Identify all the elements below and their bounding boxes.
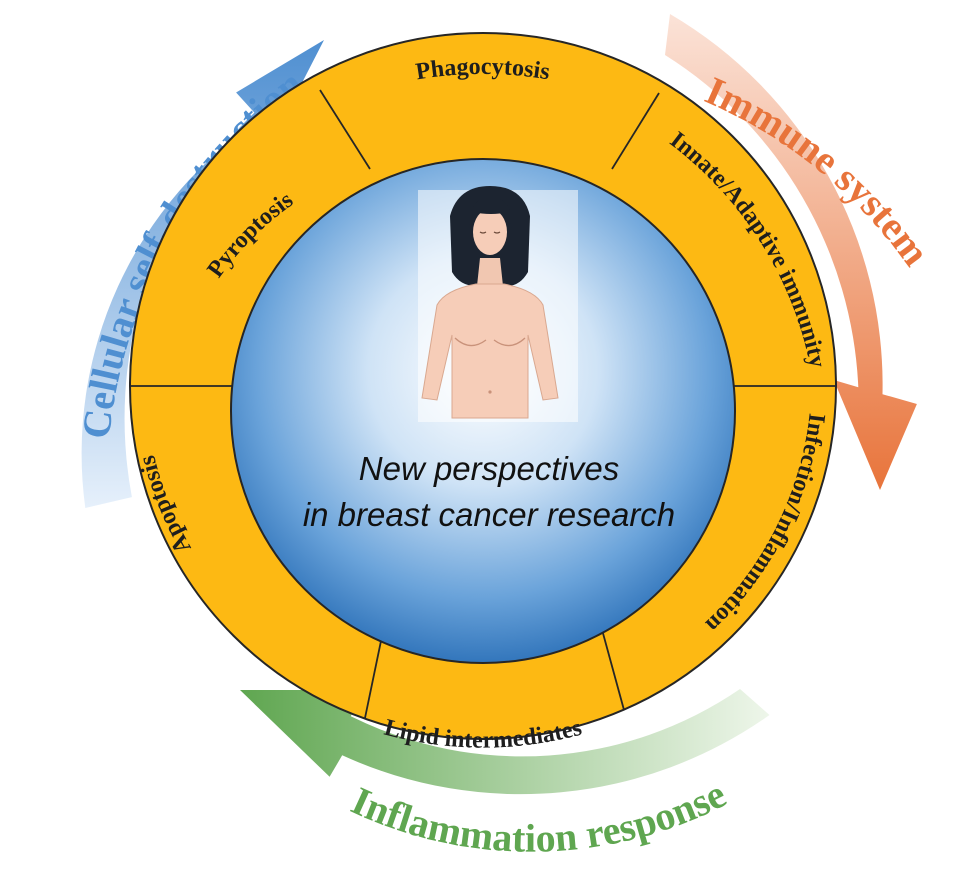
divider-line — [611, 92, 660, 170]
eye-left — [479, 231, 487, 234]
green-arrow-shape — [240, 689, 770, 795]
center-title-line1: New perspectives — [359, 450, 619, 487]
hair-front — [468, 197, 513, 230]
torso — [421, 283, 559, 419]
chest-right — [493, 337, 526, 347]
female-torso-illustration-icon — [418, 186, 578, 422]
divider-line — [319, 89, 371, 170]
neck — [477, 258, 503, 286]
eye-right — [493, 231, 501, 234]
center-title-line2: in breast cancer research — [303, 496, 675, 533]
navel — [488, 390, 492, 394]
chest-left — [454, 337, 487, 347]
face — [473, 209, 507, 255]
orange-arrow-shape — [665, 14, 917, 490]
